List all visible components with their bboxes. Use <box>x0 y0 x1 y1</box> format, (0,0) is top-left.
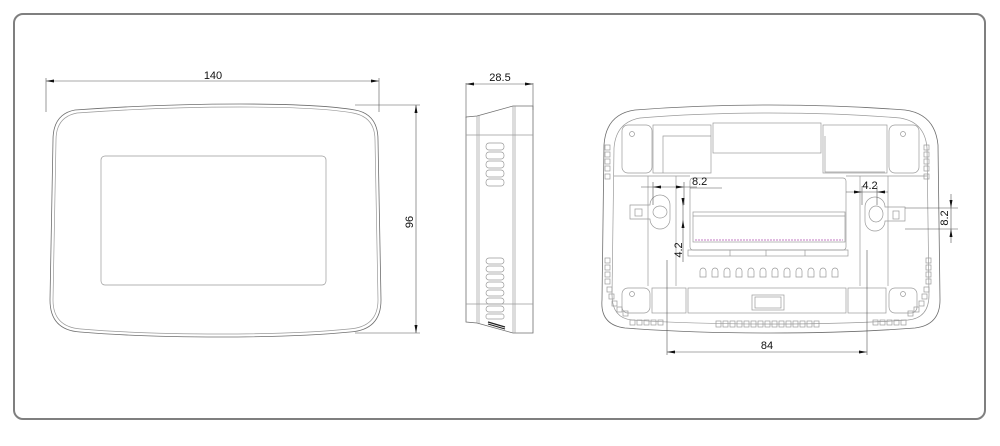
arrow-icon <box>877 190 885 194</box>
dim-depth-28-5: 28.5 <box>489 72 510 84</box>
dim-slot-left-height: 4.2 <box>673 242 685 257</box>
arrow-icon <box>854 190 862 194</box>
dim-slot-right-height: 8.2 <box>939 210 951 225</box>
dim-slot-left-width: 8.2 <box>692 176 707 188</box>
terminal-row <box>699 267 839 278</box>
dim-slot-right-width: 4.2 <box>862 180 877 192</box>
arrow-icon <box>676 185 684 189</box>
arrow-icon <box>414 105 418 113</box>
side-view: 28.5 <box>465 72 534 334</box>
arrow-icon <box>949 229 953 237</box>
dim-width-140: 140 <box>204 70 222 82</box>
arrow-icon <box>681 220 685 228</box>
arrow-icon <box>525 82 533 86</box>
dim-height-96: 96 <box>404 216 416 228</box>
arrow-icon <box>949 200 953 208</box>
arrow-icon <box>667 350 675 354</box>
arrow-icon <box>681 198 685 206</box>
arrow-icon <box>414 325 418 333</box>
arrow-icon <box>371 79 379 83</box>
back-view: 8.2 4.2 4.2 8.2 84 <box>601 104 958 355</box>
arrow-icon <box>859 350 867 354</box>
arrow-icon <box>466 82 474 86</box>
arrow-icon <box>653 185 661 189</box>
front-view: 140 96 <box>45 70 420 338</box>
dim-hole-spacing-84: 84 <box>761 340 773 352</box>
arrow-icon <box>46 79 54 83</box>
